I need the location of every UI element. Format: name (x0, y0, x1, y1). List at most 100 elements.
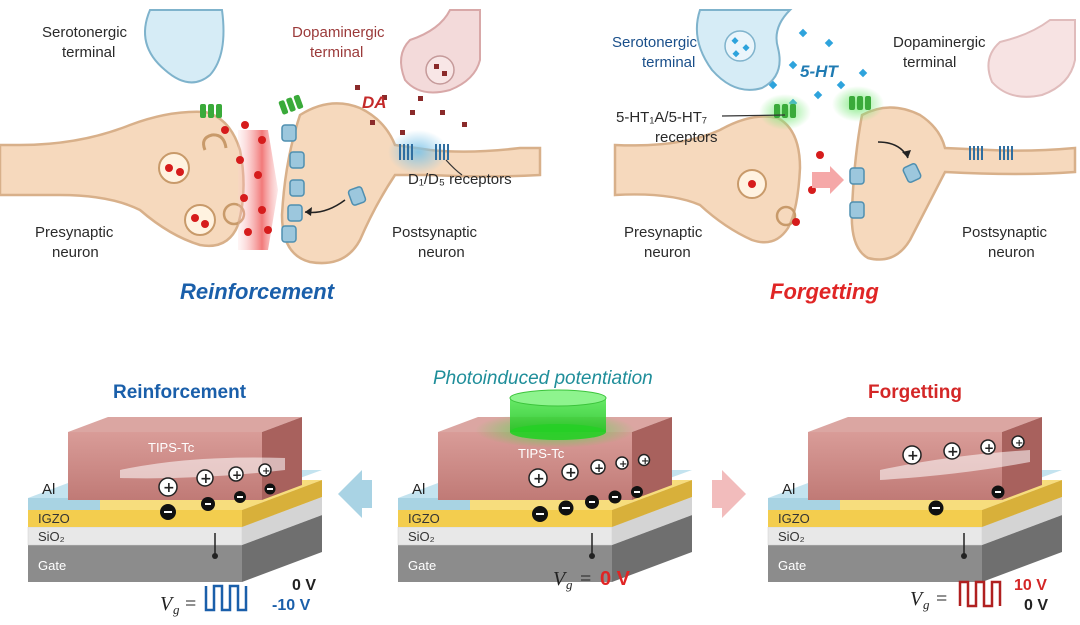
dopamine-molecules (355, 85, 467, 135)
svg-text:+: + (907, 448, 919, 464)
postsynaptic-label-line2: neuron (418, 244, 465, 261)
gate-label: Gate (408, 558, 436, 573)
synaptic-vesicle (158, 152, 190, 184)
dopaminergic-label-line2: terminal (310, 44, 363, 61)
top-right-title: Forgetting (770, 279, 879, 304)
presynaptic-neuron-shape (613, 115, 802, 244)
svg-text:+: + (984, 441, 994, 455)
bottom-left-title: Reinforcement (113, 382, 247, 403)
equals-sign: = (580, 568, 591, 590)
electron-charges (532, 486, 643, 522)
internal-channel (347, 186, 367, 206)
postsynaptic-label-line1: Postsynaptic (962, 224, 1048, 241)
sio2-label: SiO₂ (38, 529, 65, 544)
top-left-title: Reinforcement (180, 279, 336, 304)
postsynaptic-label-line2: neuron (988, 244, 1035, 261)
synaptic-vesicle (184, 204, 216, 236)
bottom-left-device: Reinforcement TIPS-Tc Al IGZO SiO₂ Gate … (27, 382, 322, 617)
vg-symbol: V (553, 568, 568, 590)
volt-low-label: 0 V (1024, 597, 1048, 614)
vg-symbol: V (160, 593, 175, 615)
ampa-channels (849, 163, 922, 219)
sio2-label: SiO₂ (778, 529, 805, 544)
serotonergic-label-line2: terminal (642, 54, 695, 71)
volt-label: 0 V (600, 568, 631, 590)
weak-release-arrow (812, 166, 844, 194)
serotonergic-label-line1: Serotonergic (42, 24, 128, 41)
igzo-label: IGZO (38, 511, 70, 526)
bottom-center-device: Photoinduced potentiation TIPS-Tc Al IGZ… (397, 368, 692, 592)
postsynaptic-neuron-shape (850, 106, 1077, 261)
igzo-label: IGZO (408, 511, 440, 526)
5ht-label: 5-HT (800, 62, 839, 81)
release-arrow (238, 130, 278, 250)
hole-charges: + + + + (158, 463, 272, 497)
vg-subscript: g (566, 577, 573, 592)
volt-high-label: 10 V (1014, 577, 1047, 594)
neurotransmitter-dots (792, 151, 824, 226)
negative-pulse-icon (204, 584, 248, 612)
neurotransmitter-dots (221, 121, 272, 236)
top-right-synapse-diagram: Serotonergic terminal Dopaminergic termi… (612, 9, 1077, 304)
electron-charges (928, 485, 1005, 516)
d1d5-glow (388, 130, 448, 174)
dopaminergic-label-line1: Dopaminergic (292, 24, 385, 41)
tips-block-top (68, 417, 302, 432)
svg-text:+: + (565, 465, 577, 481)
electron-charges (160, 483, 276, 520)
svg-text:+: + (594, 461, 604, 475)
volt-low-label: -10 V (272, 597, 311, 614)
hole-charges: + + + + + (528, 453, 651, 488)
svg-text:+: + (262, 466, 270, 477)
receptors-label-line2: receptors (655, 129, 718, 146)
svg-text:+: + (1015, 438, 1023, 449)
gate-label: Gate (778, 558, 806, 573)
center-title: Photoinduced potentiation (433, 368, 653, 389)
presynaptic-5ht-receptor (774, 104, 796, 118)
gate-label: Gate (38, 558, 66, 573)
sio2-label: SiO₂ (408, 529, 435, 544)
vg-symbol: V (910, 588, 925, 610)
serotonergic-terminal-shape (144, 9, 225, 84)
al-label: Al (782, 481, 795, 498)
volt-high-label: 0 V (292, 577, 316, 594)
presynaptic-label-line2: neuron (52, 244, 99, 261)
igzo-label: IGZO (778, 511, 810, 526)
vg-subscript: g (173, 602, 180, 617)
dopamine-vesicle (425, 55, 455, 85)
receptors-label-line1: 5-HT₁A/5-HT₇ (616, 109, 707, 126)
dopaminergic-terminal-shape (987, 19, 1076, 98)
d1d5-receptors-icon (969, 146, 1013, 160)
arrow-to-forgetting (712, 470, 746, 518)
dopaminergic-label-line2: terminal (903, 54, 956, 71)
tips-label: TIPS-Tc (148, 440, 195, 455)
serotonergic-label-line2: terminal (62, 44, 115, 61)
svg-text:+: + (533, 471, 545, 487)
presynaptic-label-line1: Presynaptic (35, 224, 114, 241)
vg-subscript: g (923, 597, 930, 612)
presynaptic-label-line2: neuron (644, 244, 691, 261)
hole-charges: + + + + (902, 435, 1025, 465)
svg-text:+: + (163, 480, 175, 496)
al-label: Al (42, 481, 55, 498)
al-label: Al (412, 481, 425, 498)
serotonergic-label-line1: Serotonergic (612, 34, 698, 51)
bottom-right-device: Forgetting Al IGZO SiO₂ Gate + + + + (767, 382, 1062, 614)
serotonin-vesicle (724, 30, 756, 62)
dopaminergic-label-line1: Dopaminergic (893, 34, 986, 51)
postsynaptic-label-line1: Postsynaptic (392, 224, 478, 241)
presynaptic-serotonin-receptor (200, 104, 222, 118)
bottom-right-title: Forgetting (868, 382, 962, 403)
svg-text:+: + (641, 456, 649, 467)
ampa-channels (281, 124, 305, 243)
positive-pulse-icon (958, 580, 1002, 608)
svg-text:+: + (619, 459, 627, 470)
svg-text:+: + (232, 468, 242, 482)
d1d5-receptors-icon (399, 144, 449, 160)
svg-text:+: + (947, 444, 959, 460)
tips-label: TIPS-Tc (518, 446, 565, 461)
postsynaptic-serotonin-receptor (278, 94, 304, 115)
presynaptic-label-line1: Presynaptic (624, 224, 703, 241)
dopaminergic-terminal-shape (400, 9, 481, 94)
